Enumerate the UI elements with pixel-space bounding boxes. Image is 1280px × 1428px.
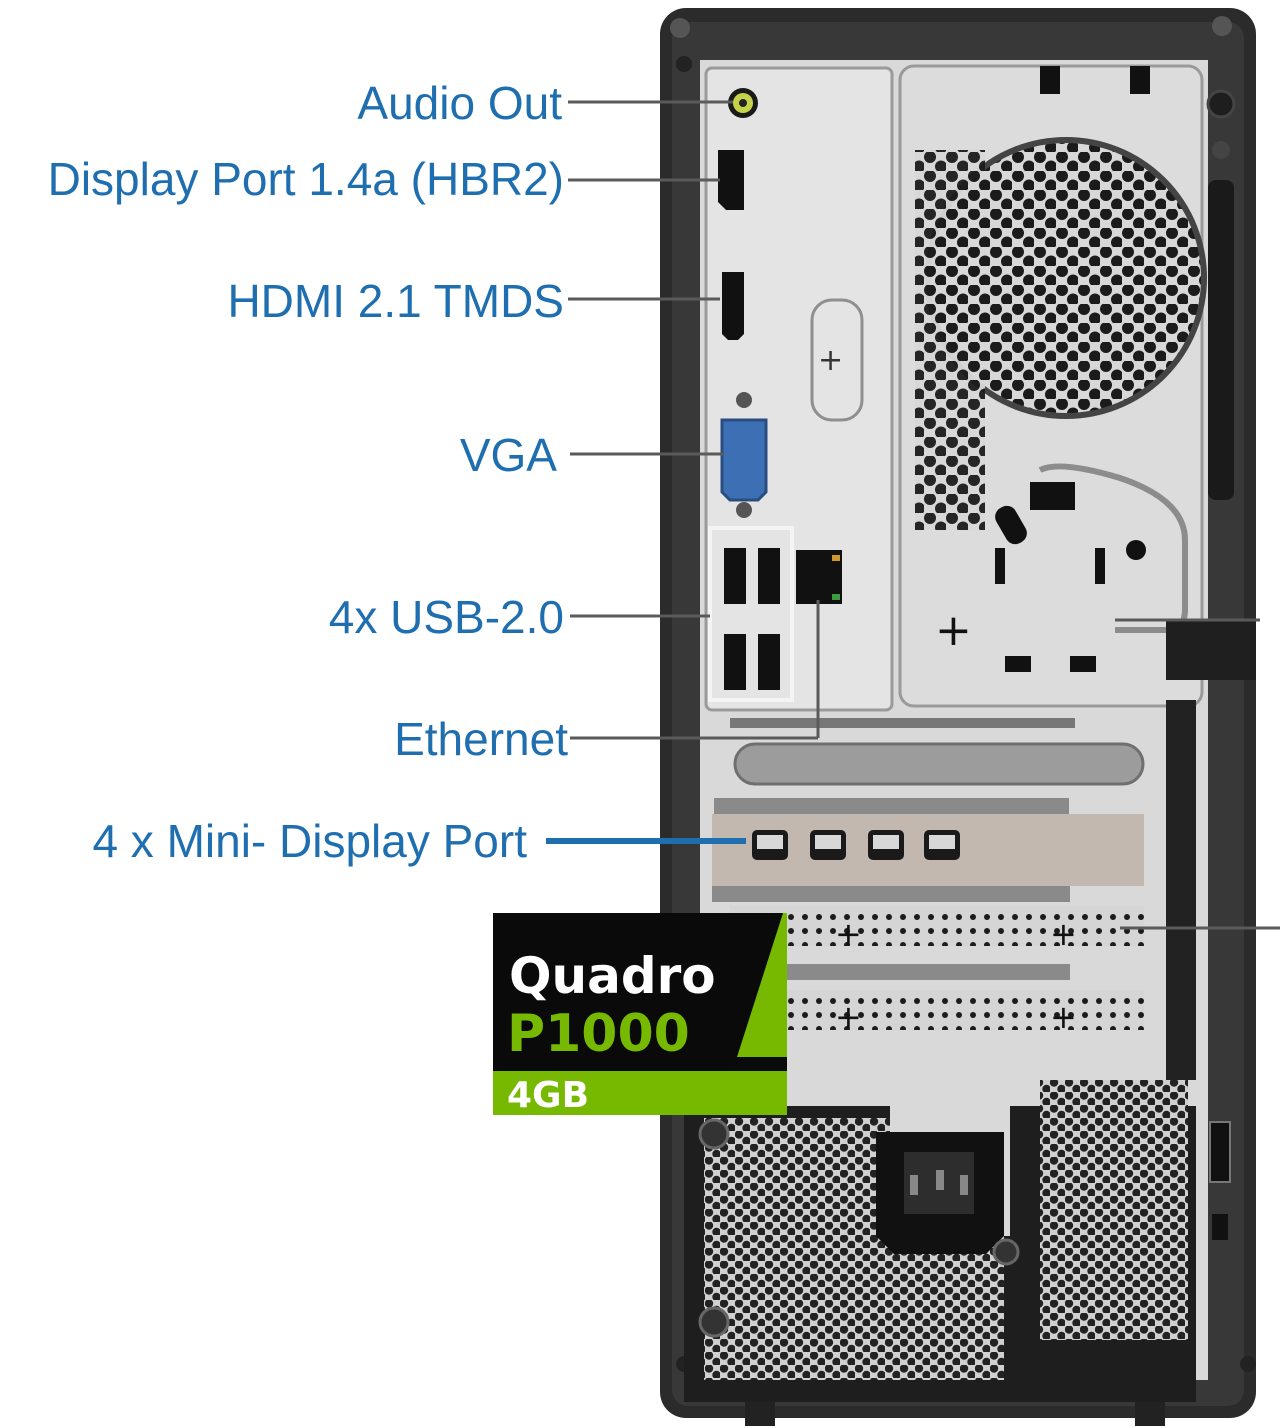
badge-quadro: Quadro — [509, 947, 716, 1005]
svg-text:+: + — [835, 915, 862, 953]
io-shield — [704, 66, 894, 712]
label-usb: 4x USB-2.0 — [328, 591, 564, 643]
hdmi-connector — [722, 272, 744, 340]
callout-leader-lines — [568, 100, 1280, 930]
fan-grille — [930, 142, 1202, 414]
label-ethernet: Ethernet — [394, 713, 568, 765]
quadro-badge: Quadro P1000 4GB — [493, 913, 787, 1115]
svg-text:+: + — [935, 605, 972, 656]
label-vga: VGA — [459, 429, 557, 481]
mini-displayport-connectors — [752, 830, 960, 860]
svg-text:+: + — [818, 343, 843, 378]
pci-bracket-bar — [733, 742, 1145, 786]
label-mini-displayport: 4 x Mini- Display Port — [92, 815, 527, 867]
label-hdmi: HDMI 2.1 TMDS — [227, 275, 564, 327]
label-audio-out: Audio Out — [357, 77, 562, 129]
badge-memory: 4GB — [507, 1075, 589, 1115]
badge-model: P1000 — [507, 1004, 690, 1064]
svg-text:+: + — [1050, 915, 1077, 953]
displayport-connector — [718, 150, 744, 210]
label-display-port: Display Port 1.4a (HBR2) — [47, 153, 564, 205]
usb-block — [708, 526, 794, 702]
svg-text:+: + — [835, 998, 862, 1036]
svg-text:+: + — [1050, 998, 1077, 1036]
vga-connector — [720, 418, 768, 502]
